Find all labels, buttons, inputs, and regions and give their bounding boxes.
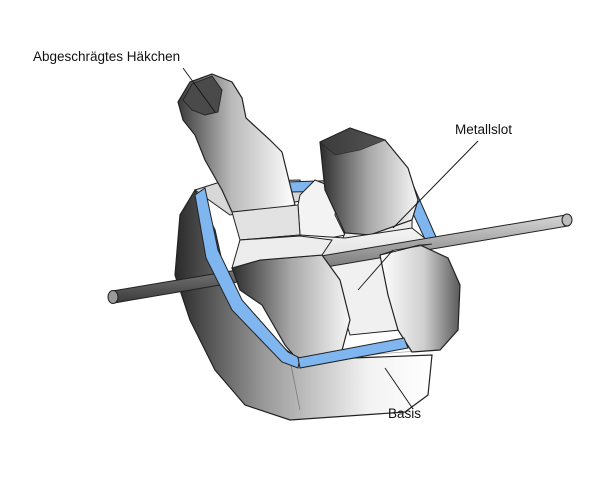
base-label: Basis: [388, 406, 421, 421]
slot-leader-lower: [357, 249, 394, 291]
lower-left-wing: [231, 235, 351, 366]
slot-leader: [392, 140, 479, 229]
hook-label: Abgeschrägtes Häkchen: [33, 49, 180, 64]
hook-leader: [182, 67, 216, 113]
lower-right-wing: [379, 243, 461, 353]
base-leader: [384, 367, 414, 410]
leader-lines: [182, 67, 479, 410]
beveled-hook: [177, 73, 301, 241]
slot-label: Metallslot: [455, 122, 512, 137]
ligature-front: [194, 187, 409, 369]
